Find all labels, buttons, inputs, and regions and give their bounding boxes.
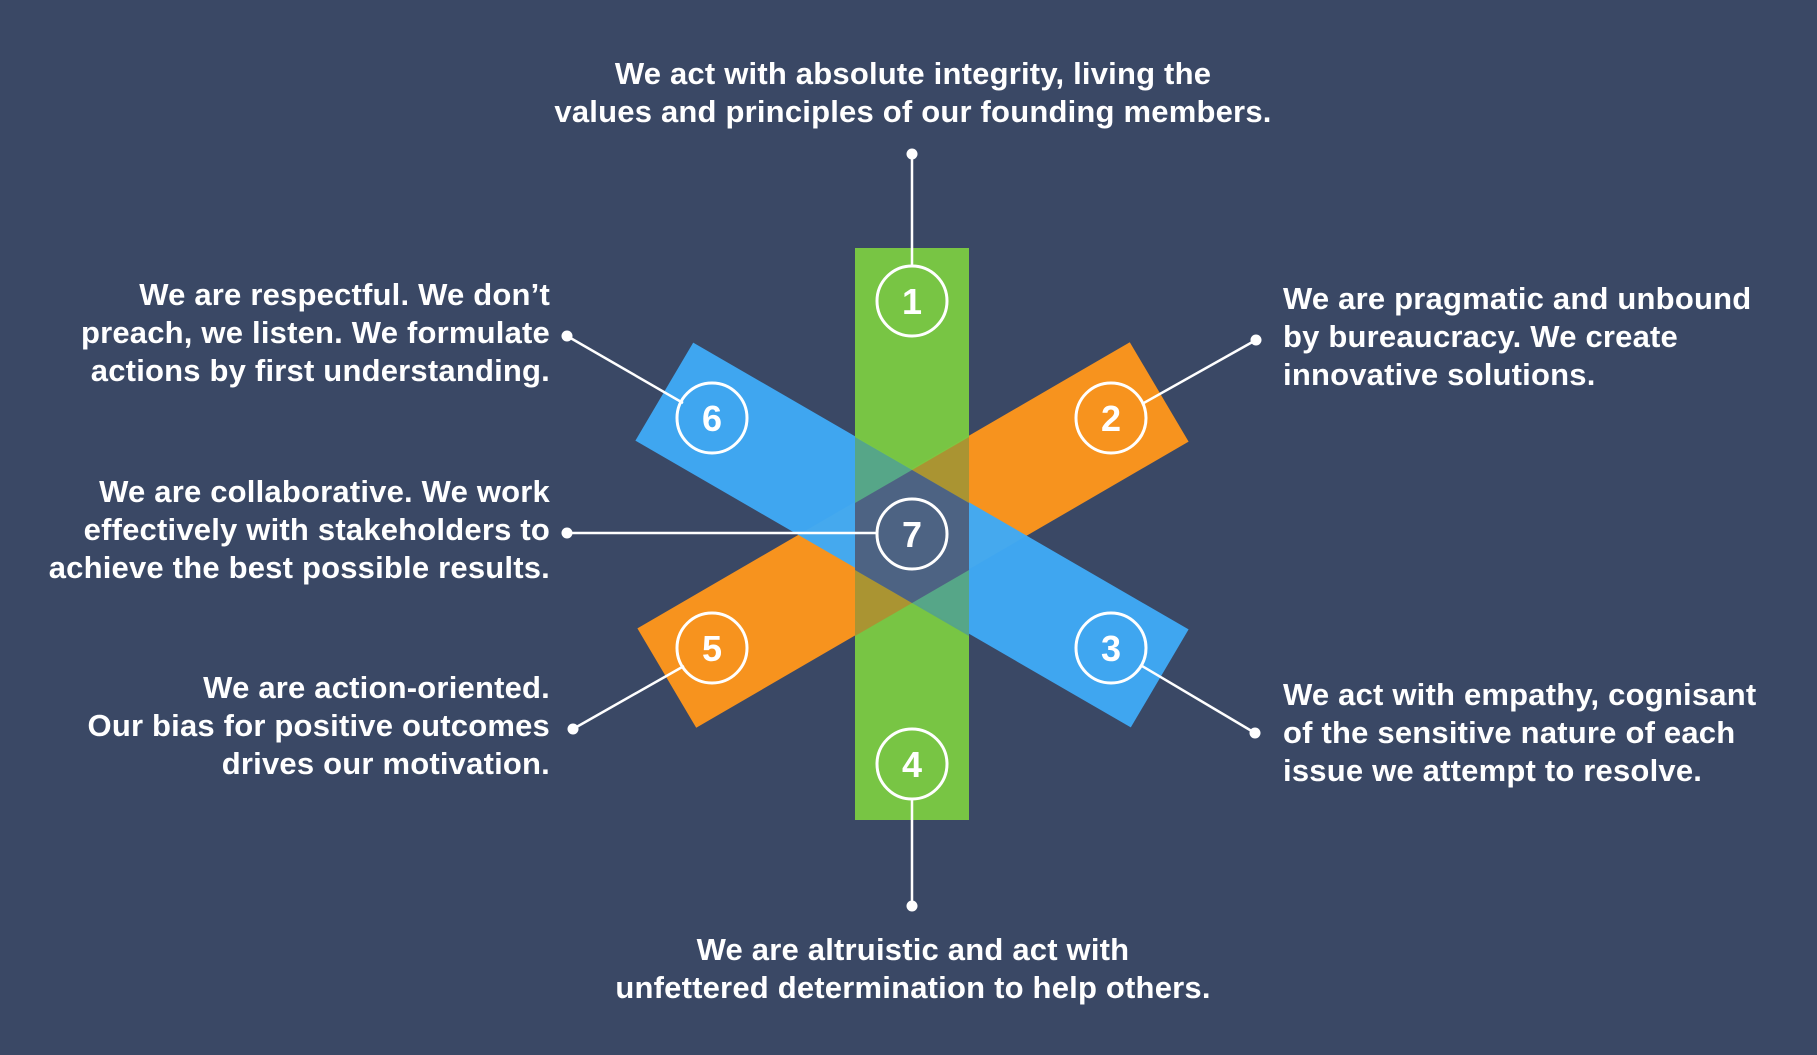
value-7-line-1: We are collaborative. We work [99, 474, 550, 509]
value-6-line-2: preach, we listen. We formulate [80, 315, 550, 350]
value-1-line-2: values and principles of our founding me… [554, 94, 1272, 129]
connector-dot-4 [906, 900, 918, 912]
badge-ring-7 [875, 497, 949, 571]
value-6-line-3: actions by first understanding. [90, 353, 550, 388]
value-5-line-3: drives our motivation. [221, 746, 550, 781]
badge-ring-3 [1074, 611, 1148, 685]
value-7-line-2: effectively with stakeholders to [83, 512, 550, 547]
value-3-line-1: We act with empathy, cognisant [1283, 677, 1757, 712]
badge-number-2: 2 [1101, 398, 1121, 439]
badge-number-1: 1 [902, 281, 922, 322]
value-1-line-1: We act with absolute integrity, living t… [614, 56, 1212, 91]
value-2-line-3: innovative solutions. [1283, 357, 1596, 392]
badge-ring-5 [675, 611, 749, 685]
value-1-text: We act with absolute integrity, living t… [508, 55, 1318, 131]
connector-dot-3 [1249, 727, 1261, 739]
connector-dot-5 [567, 723, 579, 735]
value-2-line-2: by bureaucracy. We create [1283, 319, 1678, 354]
badge-number-6: 6 [702, 398, 722, 439]
value-3-line-2: of the sensitive nature of each [1283, 715, 1736, 750]
connector-6 [566, 334, 684, 405]
value-2-line-1: We are pragmatic and unbound [1283, 281, 1752, 316]
badge-number-3: 3 [1101, 628, 1121, 669]
badge-number-4: 4 [902, 744, 922, 785]
badge-ring-2 [1074, 381, 1148, 455]
connector-dot-7 [561, 527, 573, 539]
badge-ring-6 [675, 381, 749, 455]
connector-dot-6 [561, 330, 573, 342]
value-5-text: We are action-oriented. Our bias for pos… [30, 669, 550, 783]
badge-ring-1 [875, 264, 949, 338]
value-2-text: We are pragmatic and unbound by bureaucr… [1283, 280, 1803, 394]
value-5-line-2: Our bias for positive outcomes [87, 708, 550, 743]
value-5-line-1: We are action-oriented. [203, 670, 550, 705]
value-6-text: We are respectful. We don’t preach, we l… [30, 276, 550, 390]
value-4-text: We are altruistic and act with unfettere… [508, 931, 1318, 1007]
badge-ring-4 [875, 727, 949, 801]
connector-dot-2 [1250, 334, 1262, 346]
value-7-line-3: achieve the best possible results. [48, 550, 550, 585]
connector-2 [1141, 338, 1257, 406]
connector-dot-1 [906, 148, 918, 160]
badge-number-5: 5 [702, 628, 722, 669]
value-6-line-1: We are respectful. We don’t [139, 277, 550, 312]
badge-number-7: 7 [902, 514, 922, 555]
connector-3 [1141, 664, 1256, 735]
value-7-text: We are collaborative. We work effectivel… [20, 473, 550, 587]
value-3-text: We act with empathy, cognisant of the se… [1283, 676, 1808, 790]
value-4-line-2: unfettered determination to help others. [615, 970, 1211, 1005]
center-overlap [855, 470, 969, 603]
value-4-line-1: We are altruistic and act with [696, 932, 1130, 967]
connector-5 [572, 664, 685, 731]
value-3-line-3: issue we attempt to resolve. [1283, 753, 1703, 788]
